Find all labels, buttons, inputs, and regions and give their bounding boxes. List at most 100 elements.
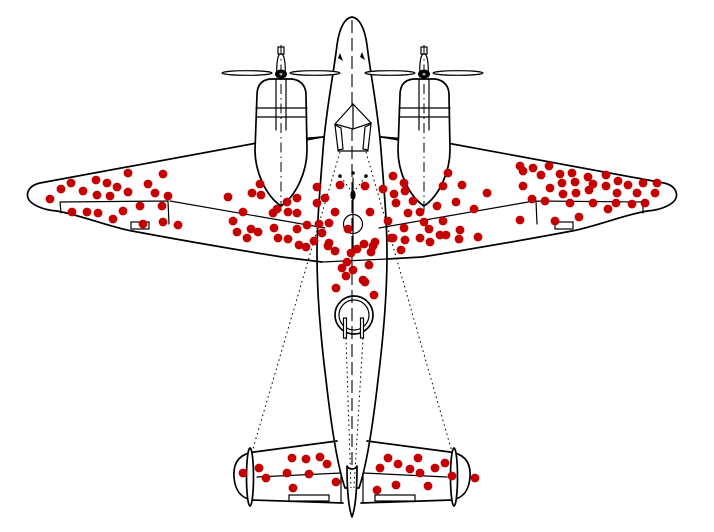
bullet-hole <box>603 204 613 214</box>
bullet-hole <box>105 191 115 201</box>
bullet-hole <box>273 233 283 243</box>
bullet-hole <box>518 166 528 176</box>
bullet-hole <box>405 464 415 474</box>
bullet-hole <box>82 207 92 217</box>
bullet-hole <box>601 181 611 191</box>
bullet-hole <box>335 180 345 190</box>
bullet-hole <box>292 193 302 203</box>
bullet-hole <box>482 188 492 198</box>
turret-gun-left <box>342 317 348 339</box>
bullet-hole <box>282 468 292 478</box>
right-propeller-blade-outer <box>432 70 484 76</box>
bullet-hole <box>368 241 378 251</box>
bullet-hole <box>389 189 399 199</box>
bullet-hole <box>423 481 433 491</box>
bullet-hole <box>454 234 464 244</box>
bullet-hole <box>158 169 168 179</box>
bullet-hole <box>173 220 183 230</box>
bullet-hole <box>430 463 440 473</box>
bullet-hole <box>365 207 375 217</box>
bullet-hole <box>93 208 103 218</box>
bullet-hole <box>255 179 265 189</box>
bullet-hole <box>112 182 122 192</box>
bullet-hole <box>438 181 448 191</box>
bullet-hole <box>567 168 577 178</box>
bullet-hole <box>473 232 483 242</box>
astrodome <box>342 213 364 235</box>
bullet-hole <box>309 236 319 246</box>
bullet-hole <box>611 198 621 208</box>
bullet-hole <box>143 179 153 189</box>
bullet-hole <box>320 193 330 203</box>
bullet-hole <box>396 245 406 255</box>
bullet-hole <box>527 194 537 204</box>
bullet-hole <box>623 180 633 190</box>
bullet-hole <box>360 181 370 191</box>
bullet-hole <box>438 216 448 226</box>
bullet-hole <box>391 198 401 208</box>
bullet-hole <box>544 161 554 171</box>
left-propeller-blade-outer <box>221 70 273 76</box>
right-engine-nacelle <box>364 45 484 212</box>
leading-edge-stubs <box>306 136 399 141</box>
bullet-hole <box>536 170 546 180</box>
bullet-hole <box>408 196 418 206</box>
bullet-hole <box>247 188 257 198</box>
bullet-hole <box>470 473 480 483</box>
bullet-hole <box>545 183 555 193</box>
bullet-hole <box>312 182 322 192</box>
turret-ring-inner <box>338 299 370 331</box>
bullet-hole <box>612 188 622 198</box>
bullet-holes <box>45 161 662 495</box>
bullet-hole <box>228 216 238 226</box>
bullet-hole <box>238 468 248 478</box>
bullet-hole <box>571 188 581 198</box>
bullet-hole <box>640 198 650 208</box>
bullet-hole <box>282 197 292 207</box>
bullet-hole <box>343 224 353 234</box>
left-stabilizer-outline <box>233 440 344 504</box>
bullet-hole <box>341 271 351 281</box>
bullet-hole <box>375 463 385 473</box>
bullet-hole <box>424 224 434 234</box>
bullet-hole <box>256 190 266 200</box>
bullet-hole <box>369 290 379 300</box>
bullet-hole <box>632 188 642 198</box>
bullet-hole <box>383 216 393 226</box>
bullet-hole <box>584 185 594 195</box>
right-propeller-blade-inner <box>364 70 416 76</box>
bullet-hole <box>92 190 102 200</box>
left-tail-fin <box>245 447 255 507</box>
bullet-hole <box>399 223 409 233</box>
bullet-hole <box>287 453 297 463</box>
bullet-hole <box>123 187 133 197</box>
bullet-hole <box>312 198 322 208</box>
bullet-hole <box>457 180 467 190</box>
bullet-hole <box>314 219 324 229</box>
right-engine-shaft-lines <box>418 78 430 131</box>
bullet-hole <box>425 237 435 247</box>
bullet-hole <box>242 233 252 243</box>
bullet-hole <box>550 216 560 226</box>
bullet-hole <box>627 199 637 209</box>
bullet-hole <box>443 168 453 178</box>
bullet-hole <box>324 238 334 248</box>
bullet-hole <box>288 483 298 493</box>
bullet-hole <box>56 184 66 194</box>
bullet-hole <box>574 212 584 222</box>
bullet-hole <box>302 220 312 230</box>
bullet-hole <box>331 283 341 293</box>
bullet-hole <box>359 239 369 249</box>
bullet-hole <box>108 214 118 224</box>
bullet-hole <box>337 263 347 273</box>
right-quarter-window <box>362 122 372 151</box>
bullet-hole <box>78 186 88 196</box>
right-trim-tab <box>554 221 574 230</box>
bullet-hole <box>518 181 528 191</box>
antenna-base <box>350 190 356 200</box>
bullet-hole <box>440 458 450 468</box>
bullet-hole <box>413 453 423 463</box>
bullet-hole <box>102 178 112 188</box>
